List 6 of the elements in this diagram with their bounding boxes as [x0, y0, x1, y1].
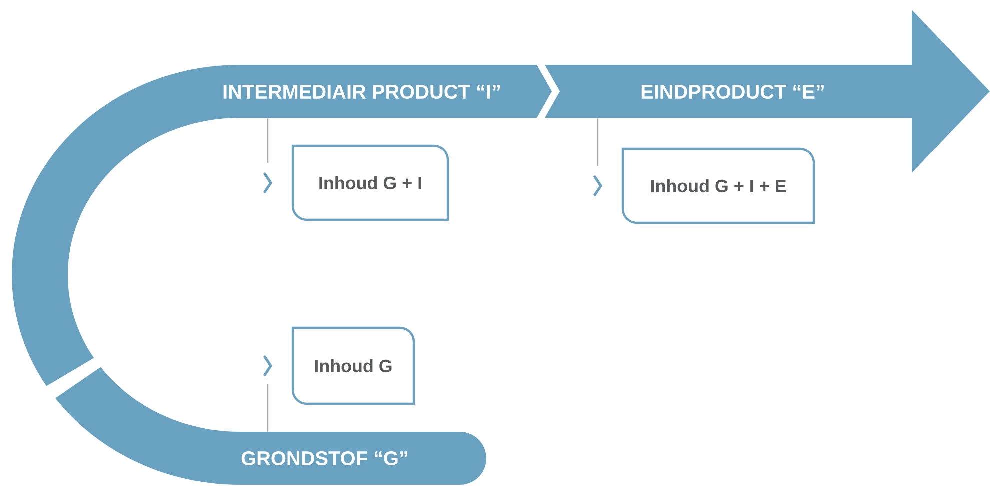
content-box: Inhoud G [292, 326, 416, 406]
content-box: Inhoud G + I + E [622, 148, 816, 224]
content-box: Inhoud G + I [292, 144, 450, 222]
leader-line [267, 384, 269, 432]
leader-line [267, 118, 269, 163]
leader-line [597, 118, 599, 166]
